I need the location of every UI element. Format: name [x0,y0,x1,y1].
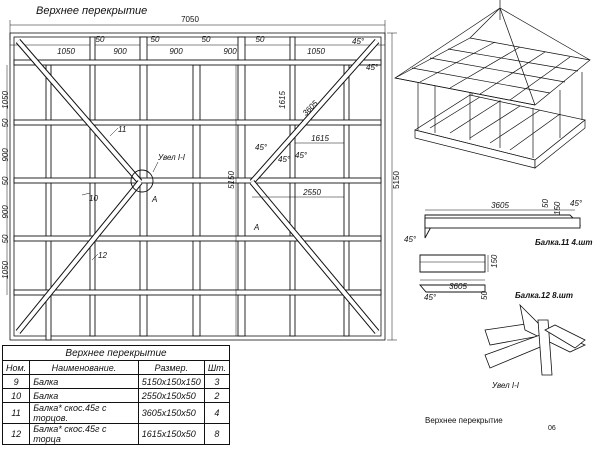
table-header: Шт. [203,360,231,375]
callout-10: 10 [89,194,98,203]
dim-left-5: 900 [1,205,10,219]
beam11-height: 50 [541,199,550,208]
dim-overall-height: 5150 [392,171,401,189]
page-number: 06 [548,425,556,432]
isometric-view [393,0,591,169]
drawing-title: Верхнее перекрытие [36,5,147,17]
dim-left-3: 900 [1,148,10,162]
dim-overall-width: 7050 [181,15,199,24]
dim-top-7: 900 [223,47,237,56]
table-cell: 8 [203,423,231,445]
dim-1615-vertical: 1615 [278,91,287,109]
table-cell: 2550x150x50 [137,388,205,403]
table-cell: Балка [29,374,139,389]
table-header-row: Ном. Наименование. Размер. Шт. [1,360,231,375]
beam11-label: Балка.11 4.шт [535,238,592,247]
dim-left-6: 50 [1,234,10,243]
beam12-angle: 45° [424,293,437,302]
table-row: 9 Балка 5150x150x150 3 [1,374,231,389]
beam12-height: 50 [480,291,489,300]
table-cell: Балка [29,388,139,403]
dim-left-2: 50 [1,118,10,127]
beam12-length: 3605 [449,282,467,291]
table-cell: 9 [1,374,31,389]
spec-table: Верхнее перекрытие Ном. Наименование. Ра… [1,345,231,445]
table-cell: 3 [203,374,231,389]
dim-left-7: 1050 [1,261,10,279]
table-row: 11 Балка* скос.45г с торцов. 3605x150x50… [1,402,231,424]
table-cell: 4 [203,402,231,424]
table-cell: Балка* скос.45г с торцов. [29,402,139,424]
table-cell: Балка* скос.45г с торца [29,423,139,445]
beam-11-detail: 3605 50 45° 45° Балка.11 4.шт [404,199,592,247]
table-cell: 5150x150x150 [137,374,205,389]
beam12-dim-150: 150 [490,254,499,268]
table-cell: 10 [1,388,31,403]
beam11-angle-left: 45° [404,235,417,244]
table-cell: 3605x150x50 [137,402,205,424]
footer-caption: Верхнее перекрытие [425,416,503,425]
table-cell: 12 [1,423,31,445]
node-caption: Увел I-I [491,381,520,390]
angle-label-4: 45° [278,155,291,164]
table-header: Наименование. [29,360,139,375]
dim-top-8: 50 [256,35,265,44]
node-label-plan: Увел I-I [157,153,186,162]
section-mark-a2: A [253,223,259,232]
table-caption-row: Верхнее перекрытие [2,345,230,361]
table-row: 10 Балка 2550x150x50 2 [1,388,231,403]
table-cell: 11 [1,402,31,424]
node-detail [484,303,586,376]
dim-left-1: 1050 [1,91,10,109]
dim-top-2: 50 [96,35,105,44]
dim-top-5: 900 [169,47,183,56]
table-cell: 1615x150x50 [137,423,205,445]
angle-label-1: 45° [352,37,365,46]
dim-top-3: 900 [113,47,127,56]
dim-1615: 1615 [311,134,329,143]
table-header: Размер. [137,360,205,375]
beam11-length: 3605 [491,201,509,210]
dim-top-4: 50 [151,35,160,44]
dim-top-9: 1050 [307,47,325,56]
dim-inner-height: 5150 [227,171,236,189]
angle-label-2: 45° [366,63,379,72]
callout-11: 11 [118,125,126,134]
beam12-label: Балка.12 8.шт [515,291,573,300]
beam11-dim-150: 150 [553,201,562,215]
beam11-angle-right: 45° [570,199,583,208]
angle-label-3: 45° [255,143,268,152]
dim-left-4: 50 [1,176,10,185]
table-cell: 2 [203,388,231,403]
table-row: 12 Балка* скос.45г с торца 1615x150x50 8 [1,423,231,445]
dim-2550: 2550 [302,188,321,197]
section-mark-a1: A [151,195,157,204]
beam-12-detail: 150 3605 50 45° Балка.12 8.шт 150 [419,201,573,302]
dim-top-1: 1050 [57,47,75,56]
table-header: Ном. [1,360,31,375]
dim-top-6: 50 [202,35,211,44]
roof-plan: 7050 1050 50 900 50 900 50 900 50 1050 [1,15,401,341]
callout-12: 12 [98,251,107,260]
table-caption: Верхнее перекрытие [2,345,230,361]
angle-label-5: 45° [295,151,308,160]
